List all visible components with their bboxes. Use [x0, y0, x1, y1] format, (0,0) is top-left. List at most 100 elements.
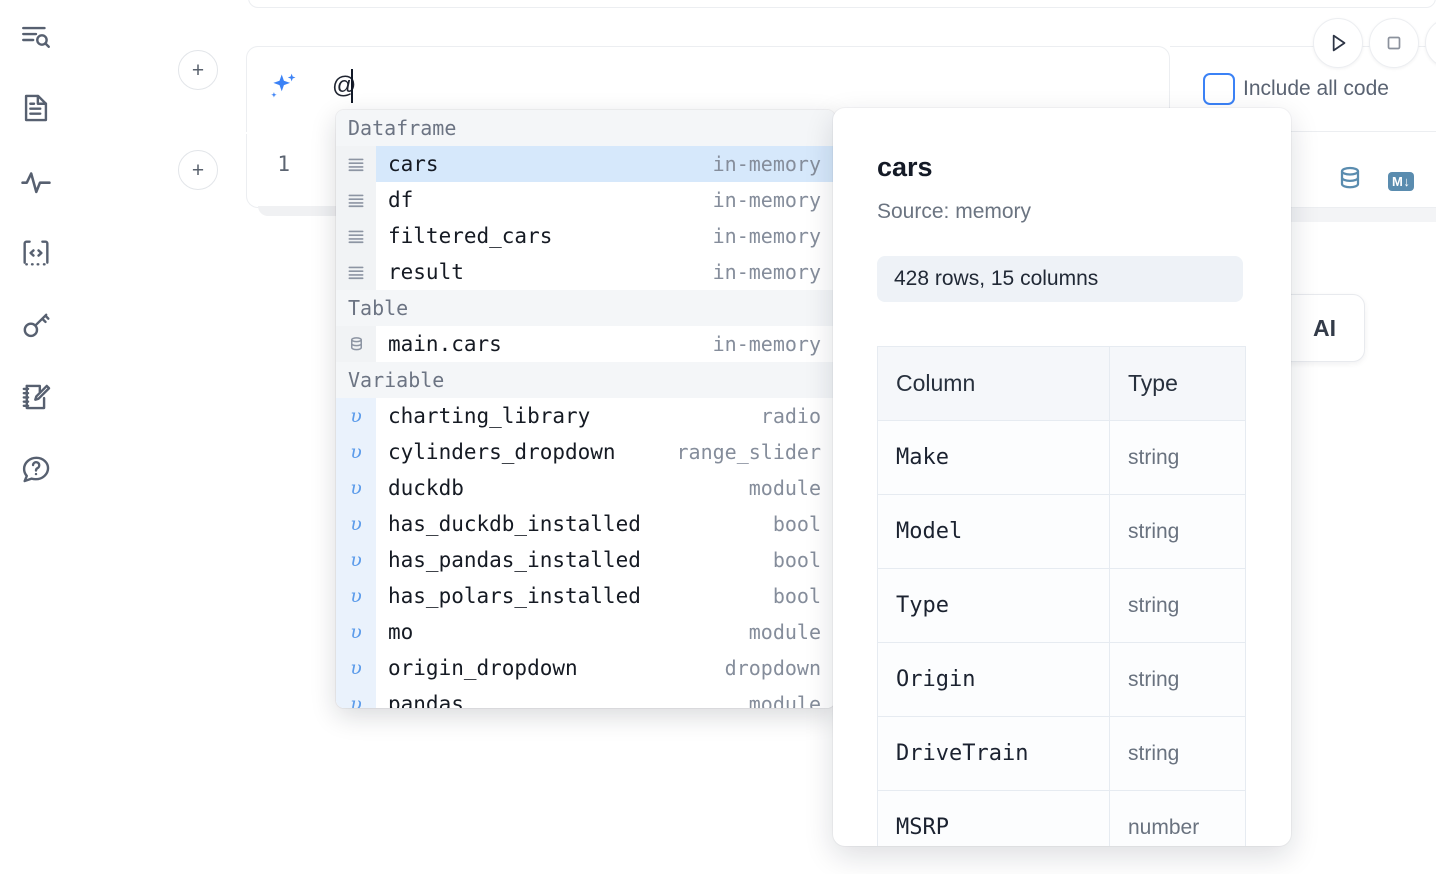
activity-pulse-icon[interactable] — [14, 160, 58, 204]
autocomplete-item-name: main.cars — [388, 332, 502, 356]
scratchpad-edit-icon[interactable] — [14, 375, 58, 419]
previous-cell-bottom-edge — [248, 0, 1436, 8]
code-snippet-icon[interactable] — [14, 231, 58, 275]
autocomplete-item-type: radio — [760, 404, 821, 428]
autocomplete-item-name: origin_dropdown — [388, 656, 578, 680]
dataframe-icon — [336, 146, 376, 182]
variable-icon: υ — [336, 578, 376, 614]
code-line-number: 1 — [277, 152, 290, 176]
dataframe-icon — [336, 218, 376, 254]
column-header-type: Type — [1109, 346, 1246, 421]
autocomplete-item-body: pandas module — [376, 686, 835, 708]
stop-cell-button[interactable] — [1369, 18, 1419, 68]
detail-source: Source: memory — [877, 200, 1032, 223]
schema-column-type: string — [1109, 642, 1246, 717]
autocomplete-item-body: cars in-memory — [376, 146, 835, 182]
variable-icon: υ — [336, 506, 376, 542]
autocomplete-item-type: module — [748, 620, 821, 644]
autocomplete-item-type: dropdown — [724, 656, 821, 680]
column-header-column: Column — [877, 346, 1110, 421]
autocomplete-item-name: cars — [388, 152, 439, 176]
run-cell-button[interactable] — [1313, 18, 1363, 68]
add-cell-above-button[interactable]: + — [178, 50, 218, 90]
generate-with-ai-label: AI — [1313, 314, 1336, 341]
help-chat-icon[interactable] — [14, 447, 58, 491]
autocomplete-dropdown[interactable]: Dataframe cars in-memory df in-memory filtere… — [336, 110, 835, 708]
variable-icon: υ — [336, 686, 376, 708]
schema-column-name: Type — [877, 568, 1110, 643]
autocomplete-item-name: cylinders_dropdown — [388, 440, 616, 464]
file-text-icon[interactable] — [14, 86, 58, 130]
schema-column-type: number — [1109, 790, 1246, 846]
dataframe-icon — [336, 254, 376, 290]
autocomplete-item-body: cylinders_dropdown range_slider — [376, 434, 835, 470]
autocomplete-item-type: in-memory — [712, 260, 821, 284]
markdown-badge[interactable]: M↓ — [1388, 172, 1415, 191]
autocomplete-item-type: in-memory — [712, 332, 821, 356]
database-icon[interactable] — [1335, 164, 1365, 199]
detail-shape-badge: 428 rows, 15 columns — [877, 256, 1243, 302]
schema-column-type: string — [1109, 494, 1246, 569]
add-cell-plus-icon: + — [191, 158, 205, 182]
autocomplete-item-type: in-memory — [712, 152, 821, 176]
autocomplete-item-name: has_pandas_installed — [388, 548, 641, 572]
schema-column-type: string — [1109, 716, 1246, 791]
include-all-code-label: Include all code — [1243, 77, 1389, 100]
autocomplete-item-name: mo — [388, 620, 414, 644]
add-cell-below-button[interactable]: + — [178, 150, 218, 190]
autocomplete-item[interactable]: cars in-memory — [336, 146, 835, 182]
autocomplete-item-body: has_pandas_installed bool — [376, 542, 835, 578]
autocomplete-list[interactable]: Dataframe cars in-memory df in-memory filtere… — [336, 110, 835, 708]
autocomplete-item-body: df in-memory — [376, 182, 835, 218]
variable-icon: υ — [336, 434, 376, 470]
database-icon — [336, 326, 376, 362]
autocomplete-item-type: module — [748, 476, 821, 500]
autocomplete-item-type: in-memory — [712, 188, 821, 212]
detail-title: cars — [877, 152, 933, 182]
schema-column-name: DriveTrain — [877, 716, 1110, 791]
autocomplete-item-body: origin_dropdown dropdown — [376, 650, 835, 686]
autocomplete-item-name: pandas — [388, 692, 464, 708]
table-header-row: Column Type — [877, 346, 1246, 421]
key-icon[interactable] — [14, 303, 58, 347]
dataframe-icon — [336, 182, 376, 218]
schema-column-name: MSRP — [877, 790, 1110, 846]
autocomplete-item-type: bool — [772, 548, 821, 572]
autocomplete-item[interactable]: υ cylinders_dropdown range_slider — [336, 434, 835, 470]
add-cell-plus-icon: + — [191, 58, 205, 82]
autocomplete-section-header: Dataframe — [336, 110, 835, 146]
autocomplete-item-type: range_slider — [676, 440, 822, 464]
autocomplete-item-name: df — [388, 188, 414, 212]
include-all-code-checkbox[interactable] — [1203, 73, 1235, 105]
schema-column-name: Model — [877, 494, 1110, 569]
autocomplete-item-type: module — [748, 692, 821, 708]
search-outline-icon[interactable] — [14, 16, 58, 60]
left-icon-rail — [0, 0, 72, 874]
autocomplete-item[interactable]: df in-memory — [336, 182, 835, 218]
schema-column-type: string — [1109, 568, 1246, 643]
autocomplete-item-name: charting_library — [388, 404, 591, 428]
autocomplete-item-type: bool — [772, 512, 821, 536]
autocomplete-item[interactable]: main.cars in-memory — [336, 326, 835, 362]
autocomplete-item-body: charting_library radio — [376, 398, 835, 434]
autocomplete-item-body: main.cars in-memory — [376, 326, 835, 362]
variable-icon: υ — [336, 470, 376, 506]
